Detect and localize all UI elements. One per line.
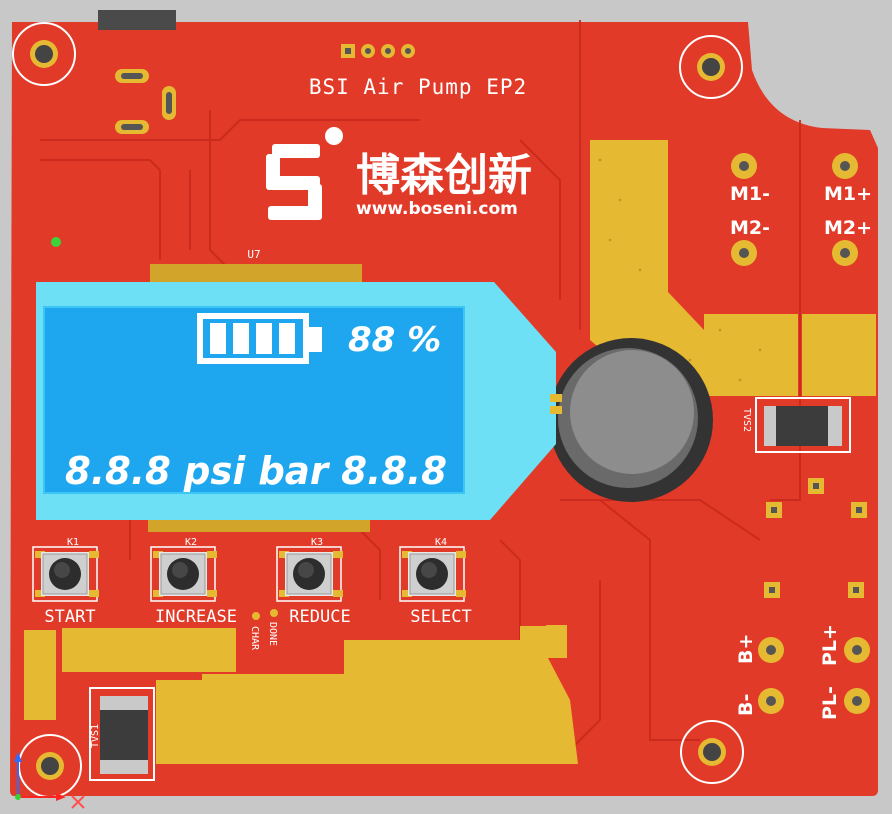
battery-bar <box>210 323 226 354</box>
slot-pads <box>115 69 176 134</box>
k4-ref-label: K4 <box>435 537 447 548</box>
motor-connector-pads <box>731 153 858 266</box>
mounting-hole-tr <box>679 35 743 99</box>
brand-logo-icon <box>266 127 343 220</box>
m1-minus-label: M1- <box>730 183 770 205</box>
battery-icon <box>197 313 322 364</box>
tvs1-label: TVS1 <box>90 724 101 748</box>
top-header-pins <box>341 44 415 58</box>
buzzer-component <box>549 338 713 502</box>
charge-led-icon <box>252 612 260 620</box>
power-led-icon <box>51 237 61 247</box>
start-button-label: START <box>44 607 95 627</box>
m2-plus-label: M2+ <box>824 217 872 239</box>
mounting-hole-tl <box>12 22 76 86</box>
battery-percentage: 88 % <box>348 320 441 360</box>
battery-connector-pads <box>758 637 870 714</box>
axis-gizmo-icon <box>14 752 85 809</box>
copper-pours <box>24 140 876 764</box>
char-label: CHAR <box>249 626 260 651</box>
battery-bar <box>279 323 295 354</box>
brand-name-cn: 博森创新 <box>356 150 532 201</box>
b-minus-label: B- <box>735 694 757 716</box>
select-button-label: SELECT <box>410 607 471 627</box>
m2-minus-label: M2- <box>730 217 770 239</box>
reduce-button[interactable] <box>276 546 343 602</box>
m1-plus-label: M1+ <box>824 183 872 205</box>
tvs2-label: TVS2 <box>741 408 752 432</box>
battery-bar <box>256 323 272 354</box>
increase-button-label: INCREASE <box>155 607 237 627</box>
k2-ref-label: K2 <box>185 537 197 548</box>
top-connector-housing <box>98 10 176 30</box>
pcb-traces <box>40 20 801 761</box>
board-title: BSI Air Pump EP2 <box>309 75 527 99</box>
tvs2-diode <box>755 397 851 453</box>
increase-button[interactable] <box>150 546 217 602</box>
k3-ref-label: K3 <box>311 537 323 548</box>
battery-bar <box>233 323 249 354</box>
lcd-ref-label: U7 <box>247 248 260 261</box>
mounting-hole-br <box>680 720 744 784</box>
done-led-icon <box>270 609 278 617</box>
done-label: DONE <box>267 622 278 646</box>
via-grid <box>598 158 762 382</box>
b-plus-label: B+ <box>735 634 757 664</box>
brand-url: www.boseni.com <box>356 199 518 219</box>
battery-bars <box>210 323 295 354</box>
lcd-pins-top <box>150 264 362 282</box>
tvs1-diode <box>89 687 155 781</box>
select-button[interactable] <box>399 546 466 602</box>
start-button[interactable] <box>32 546 99 602</box>
reduce-button-label: REDUCE <box>289 607 350 627</box>
pl-minus-label: PL- <box>819 686 841 720</box>
pl-plus-label: PL+ <box>819 624 841 666</box>
pressure-readout: 8.8.8 psi bar 8.8.8 <box>65 449 447 493</box>
small-pads-right <box>764 478 867 598</box>
k1-ref-label: K1 <box>67 537 79 548</box>
